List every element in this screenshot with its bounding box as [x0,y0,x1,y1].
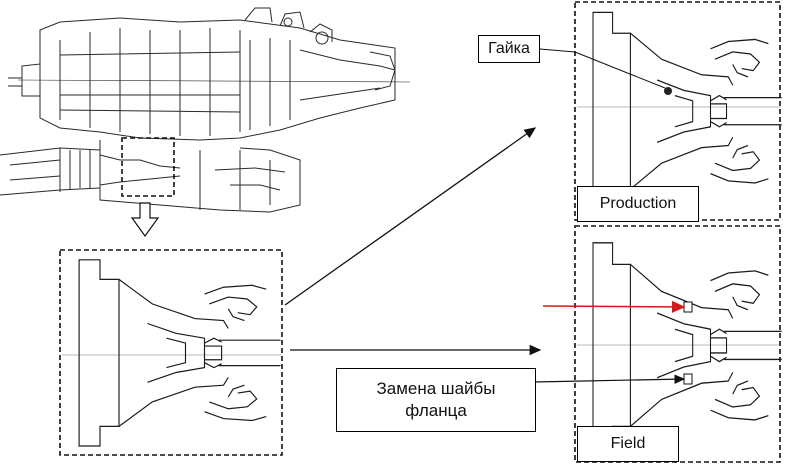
arrow-to-production [284,127,537,306]
field-label: Field [577,426,679,462]
down-arrow-icon [130,202,160,238]
focus-region-box [121,137,175,197]
replacement-label-line1: Замена шайбы [376,379,496,398]
production-label: Production [577,186,699,222]
production-view [574,1,783,221]
nut-leader-line [574,51,666,89]
flange-washer-replacement-label: Замена шайбы фланца [336,368,536,432]
replacement-leader-arrow [533,374,686,384]
red-highlight-arrow [542,300,686,313]
detail-view [59,249,283,456]
replacement-label-line2: фланца [405,401,467,420]
transmission-drawing [0,7,411,213]
nut-label: Гайка [478,35,540,63]
field-view [574,225,783,463]
